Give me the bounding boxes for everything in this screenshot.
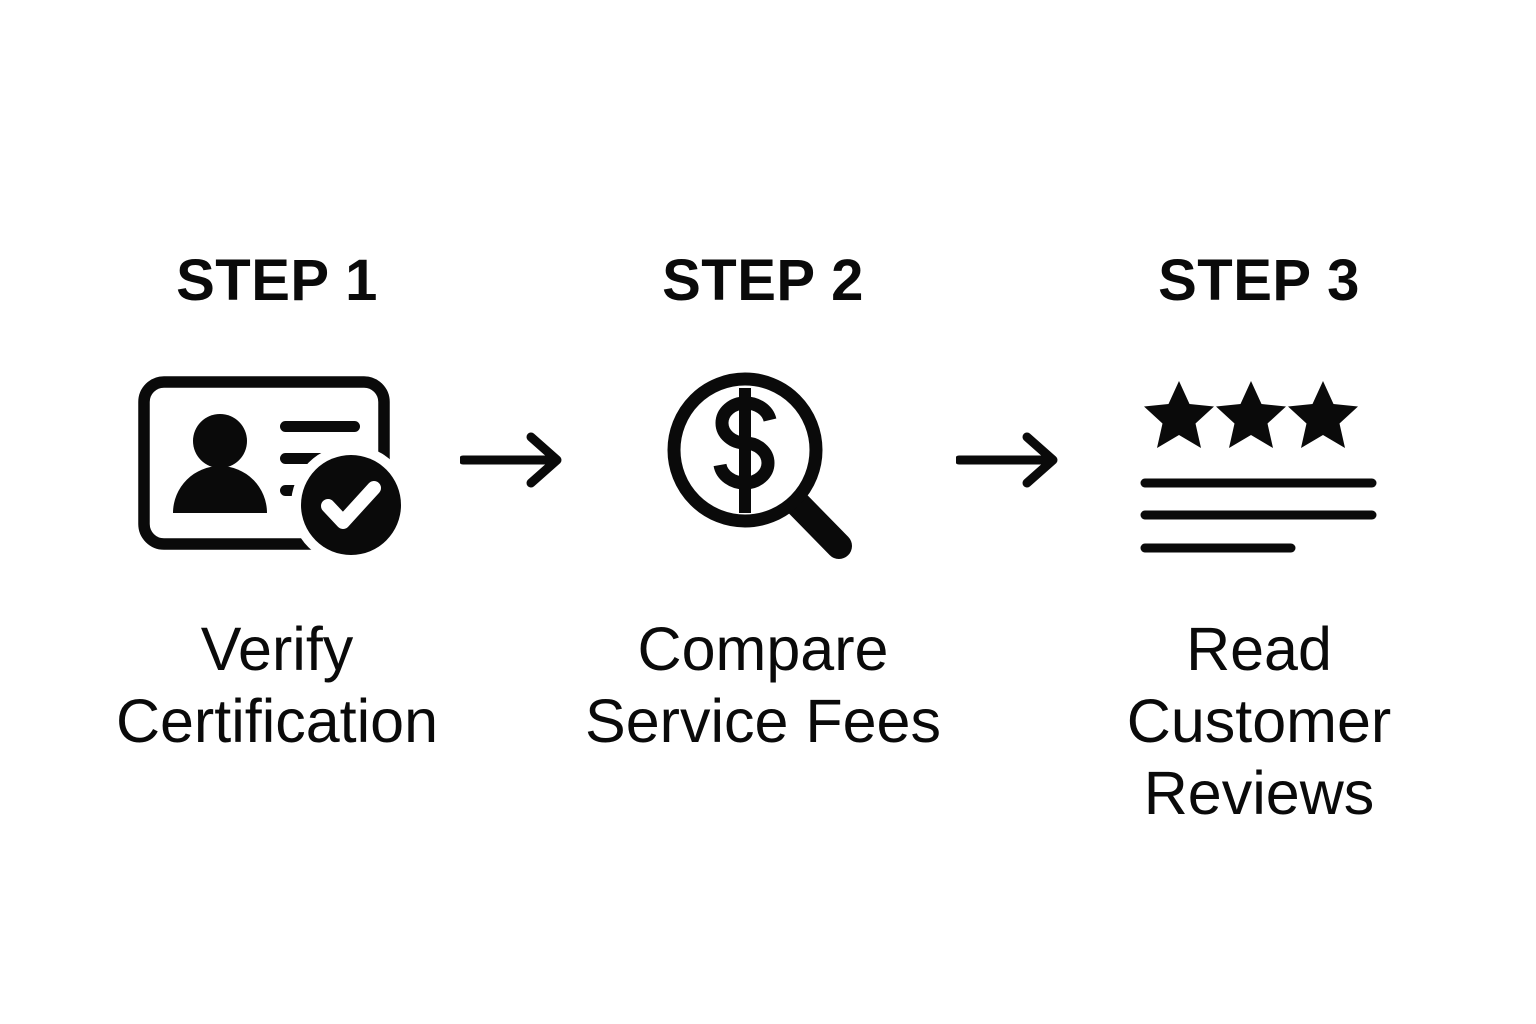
id-card-verified-icon (138, 376, 411, 563)
step-1-label: Verify Certification (115, 615, 439, 755)
arrow-right-icon (460, 432, 562, 488)
star-rating-review-icon (1140, 380, 1377, 552)
star-icon (1216, 380, 1286, 448)
step-card-1: STEP 1 Verify Certification (77, 0, 477, 758)
step-3-eyebrow: STEP 3 (1158, 248, 1360, 313)
arrow-right-icon (956, 432, 1058, 488)
star-icon (1144, 380, 1214, 448)
step-2-icon-wrap (653, 368, 873, 568)
star-icon (1288, 380, 1358, 448)
star-group (1144, 380, 1358, 448)
review-line-group (1140, 478, 1377, 552)
step-2-eyebrow: STEP 2 (662, 248, 864, 313)
connector-1 (457, 0, 573, 490)
step-1-icon-wrap (137, 368, 417, 568)
step-2-label: Compare Service Fees (585, 615, 941, 755)
step-1-eyebrow: STEP 1 (176, 248, 378, 313)
connector-2 (953, 0, 1069, 490)
step-card-2: STEP 2 Compare Service Fees (563, 0, 963, 758)
step-card-3: STEP 3 Read Customer Reviews (1059, 0, 1459, 830)
step-3-label: Read Customer Reviews (1126, 615, 1392, 827)
step-3-icon-wrap (1139, 368, 1379, 568)
magnifier-dollar-icon (667, 372, 852, 559)
